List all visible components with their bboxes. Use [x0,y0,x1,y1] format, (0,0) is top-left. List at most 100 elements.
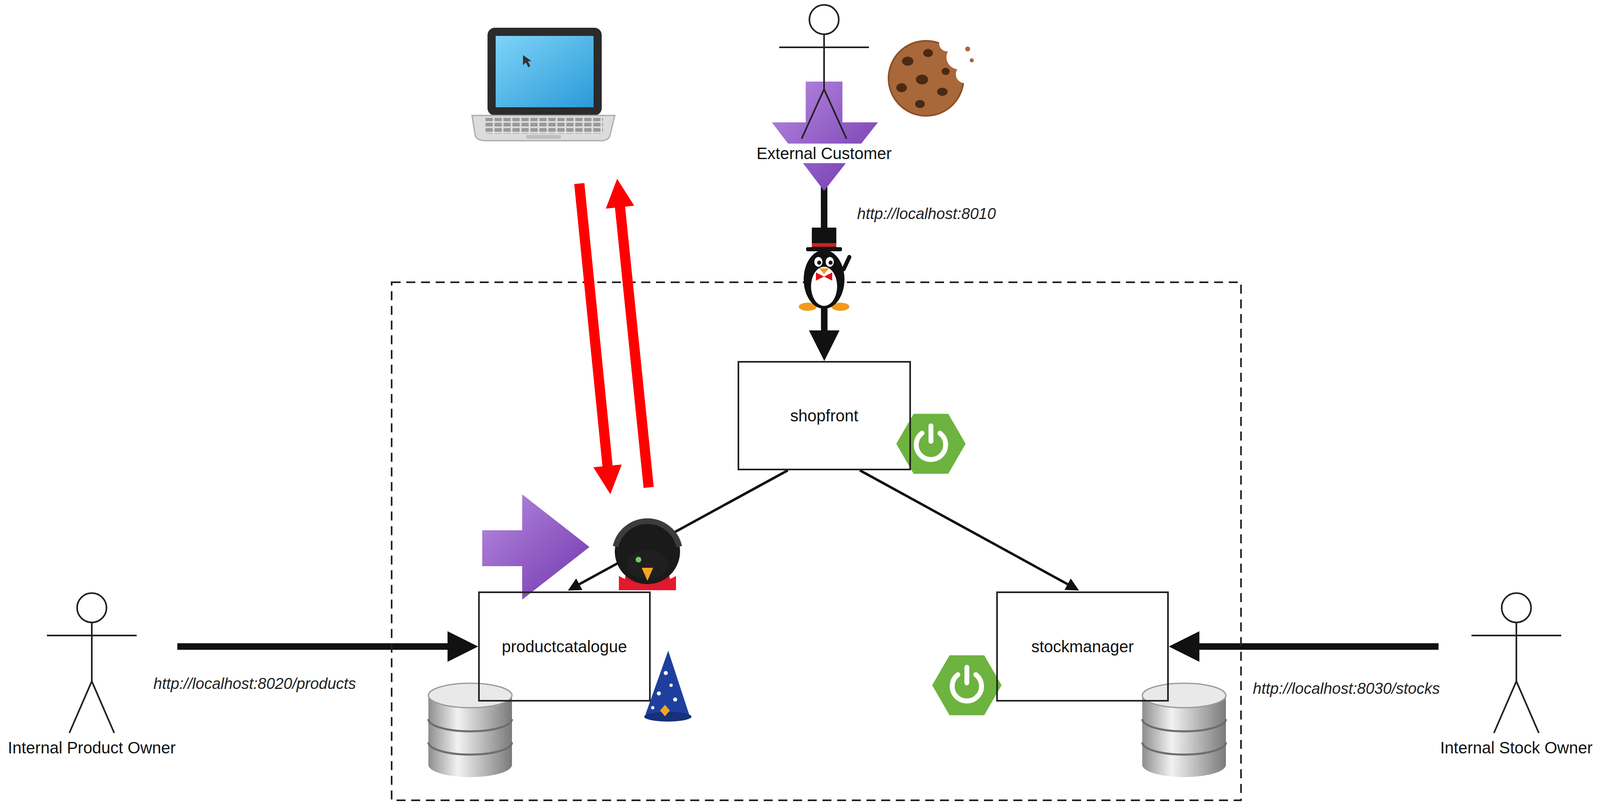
figure-limb [1516,681,1539,734]
service-box: stockmanager [996,591,1169,702]
url-label: http://localhost:8010 [854,203,999,225]
illustration-part [819,268,829,275]
actor-icon [775,3,874,142]
illustration-part [923,48,933,58]
illustration-part [627,549,668,580]
actor-icon [42,591,141,737]
wizard-hat-icon [644,650,692,722]
illustration-part [969,58,974,63]
figure-head [1501,593,1532,623]
figure-limb [69,681,92,734]
illustration-part [522,55,532,68]
illustration-part [831,302,850,311]
actor-figure: External Customer [754,3,894,164]
purple-arrow-down [771,81,878,191]
figure-limb [91,681,115,734]
illustration-part [817,260,822,265]
connector-arrow [574,470,788,587]
illustration-part [771,81,878,191]
illustration-part [811,243,837,247]
illustration-part [896,83,907,93]
illustration-part [843,257,850,270]
illustration-part [941,67,950,76]
illustration-part [618,195,649,488]
illustration-part [955,65,974,84]
illustration-part [811,266,838,306]
illustration-part [482,494,590,600]
service-box: productcatalogue [478,591,651,702]
illustration-part [673,697,678,702]
actor-name: Internal Product Owner [6,737,178,758]
illustration-part [663,671,668,676]
stick-figure [779,4,869,139]
figure-limb [801,89,825,139]
actor-icon [1467,591,1566,737]
illustration-part [815,272,825,281]
url-label: http://localhost:8030/stocks [1250,678,1443,700]
illustration-part [495,35,594,108]
illustration-part [526,135,561,139]
cookie-icon [888,35,974,116]
figure-limb [824,89,847,139]
illustration-part [484,117,603,134]
illustration-part [811,227,837,249]
figure-limb [90,622,93,682]
illustration-part [660,704,670,717]
actor-figure: Internal Stock Owner [1438,591,1595,758]
illustration-part [915,99,925,109]
illustration-part [806,247,843,252]
red-arrows [579,183,649,488]
laptop-icon [472,27,615,141]
illustration-part [946,44,971,70]
figure-limb [823,34,825,90]
illustration-part [641,567,654,581]
database-icon [428,683,512,778]
actor-name: Internal Stock Owner [1438,737,1595,758]
illustration-part [798,302,817,311]
illustration-part [965,46,971,52]
stick-figure [46,593,137,734]
service-name: stockmanager [1031,636,1134,657]
illustration-part [635,556,642,563]
illustration-part [669,683,673,687]
illustration-part [579,183,609,478]
figure-limb [1515,622,1518,682]
helmet-penguin [614,518,681,591]
illustration-part [915,74,929,85]
illustration-part [644,711,692,722]
service-name: productcatalogue [501,636,628,657]
illustration-part [651,706,655,710]
connector-arrow [177,643,460,650]
figure-head [809,4,839,35]
illustration-part [614,518,681,585]
illustration-part [618,576,676,591]
illustration-part [487,27,602,116]
illustration-part [828,260,833,265]
gateway-penguin [798,227,850,311]
illustration-part [901,56,914,66]
spring-logo [932,655,1002,716]
illustration-part [645,650,691,719]
purple-arrow-right [482,494,590,600]
connector-arrow [820,163,828,343]
illustration-part [803,250,845,309]
url-label: http://localhost:8020/products [150,673,359,695]
figure-limb [1493,681,1517,734]
illustration-part [937,87,948,96]
service-box: shopfront [737,361,911,471]
illustration-part [615,521,680,547]
illustration-part [814,257,823,267]
stick-figure [1471,593,1562,734]
system-boundary [391,282,1241,801]
illustration-part [472,115,615,141]
illustration-part [888,40,964,116]
illustration-part [656,691,661,696]
database-icon [1142,683,1226,778]
illustration-part [939,35,956,52]
service-name: shopfront [790,405,859,426]
illustration-part [825,257,834,267]
actor-name: External Customer [754,143,894,164]
connector-arrow [859,470,1073,587]
illustration-part [824,272,833,281]
